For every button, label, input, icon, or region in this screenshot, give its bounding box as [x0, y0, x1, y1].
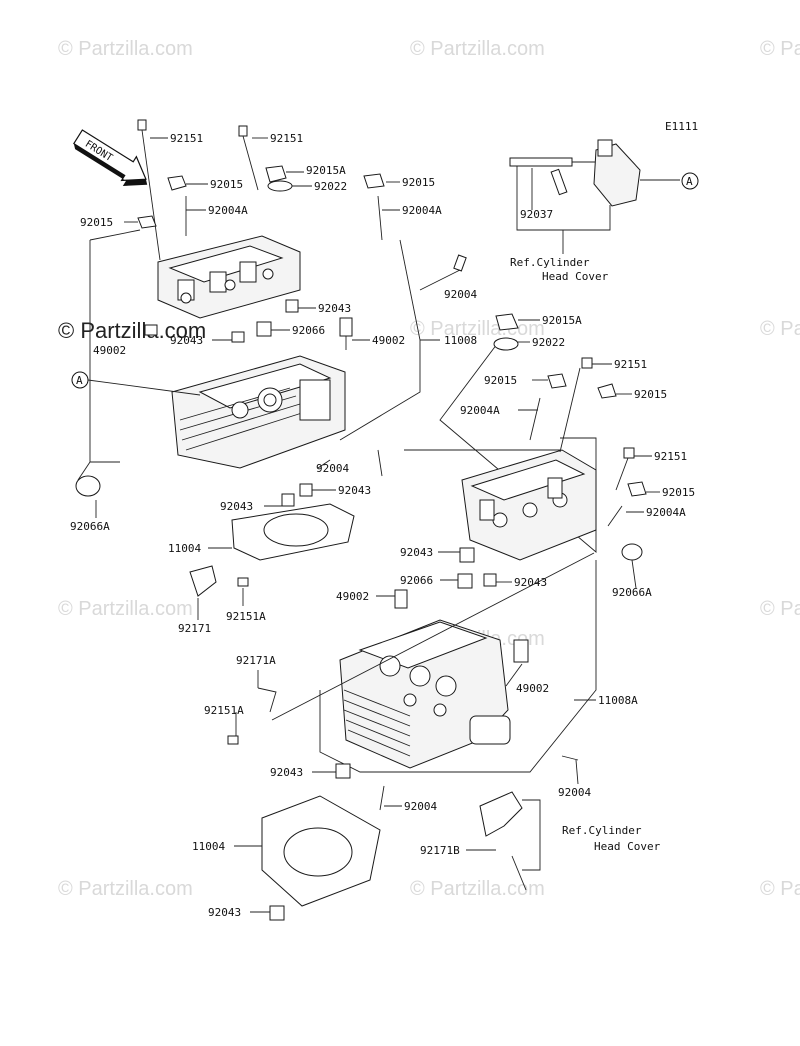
- part-label-92004: 92004: [444, 288, 477, 301]
- front-arrow-icon: FRONT: [73, 129, 148, 186]
- watermark: © Partzilla.com: [410, 878, 545, 900]
- part-label-92066a: 92066A: [70, 520, 110, 533]
- part-labels: 92151 92151 92015 92015A 92022 92015 920…: [70, 132, 695, 919]
- leader-lines: [95, 137, 660, 913]
- part-label-92171b: 92171B: [420, 844, 460, 857]
- ref-note-line2: Head Cover: [594, 840, 661, 853]
- part-label-92043: 92043: [208, 906, 241, 919]
- front-lower-parts: [227, 687, 579, 921]
- rear-cylinder-head: [171, 355, 346, 469]
- bracket-line: [89, 229, 141, 241]
- ref-note-line2: Head Cover: [542, 270, 609, 283]
- watermark: © Partzilla.com: [58, 598, 193, 620]
- front-cylinder-head: [339, 619, 529, 769]
- watermark: © Partzilla.com: [410, 318, 545, 340]
- bracket-line: [77, 461, 91, 481]
- part-label-92043: 92043: [318, 302, 351, 315]
- bracket-line: [399, 239, 421, 341]
- part-label-92004a: 92004A: [646, 506, 686, 519]
- part-label-92043: 92043: [514, 576, 547, 589]
- leader-line: [271, 552, 595, 721]
- part-label-49002: 49002: [372, 334, 405, 347]
- part-label-92004: 92004: [558, 786, 591, 799]
- part-label-49002: 49002: [93, 344, 126, 357]
- part-label-92015a: 92015A: [306, 164, 346, 177]
- part-label-92015a: 92015A: [542, 314, 582, 327]
- part-label-92004: 92004: [404, 800, 437, 813]
- part-label-92015: 92015: [634, 388, 667, 401]
- svg-text:A: A: [76, 374, 83, 387]
- part-label-92022: 92022: [314, 180, 347, 193]
- part-label-92043: 92043: [400, 546, 433, 559]
- rear-head-gasket: [231, 503, 355, 561]
- svg-text:A: A: [686, 175, 693, 188]
- part-label-92004a: 92004A: [460, 404, 500, 417]
- part-label-92015: 92015: [210, 178, 243, 191]
- part-label-92043: 92043: [170, 334, 203, 347]
- part-label-92004: 92004: [316, 462, 349, 475]
- rear-bracket: [189, 565, 249, 597]
- callout-marker-a: A: [71, 371, 201, 396]
- part-label-92066: 92066: [400, 574, 433, 587]
- part-label-92043: 92043: [270, 766, 303, 779]
- rear-rocker-cover: [157, 235, 301, 319]
- part-label-92151: 92151: [170, 132, 203, 145]
- callout-marker-a: A: [681, 172, 699, 190]
- part-label-92151a: 92151A: [226, 610, 266, 623]
- front-fasteners: [394, 313, 647, 609]
- part-label-49002: 49002: [516, 682, 549, 695]
- part-label-92151: 92151: [654, 450, 687, 463]
- watermark: © Partzilla.com: [760, 598, 800, 620]
- rear-fasteners: [75, 119, 467, 507]
- part-label-11008a: 11008A: [598, 694, 638, 707]
- watermark: © Partzilla.com: [58, 38, 193, 60]
- watermark-layer: © Partzilla.com © Partzilla.com © Partzi…: [58, 38, 800, 900]
- bracket-line: [439, 339, 597, 553]
- part-label-92015: 92015: [402, 176, 435, 189]
- part-label-92151: 92151: [270, 132, 303, 145]
- part-label-92043: 92043: [338, 484, 371, 497]
- watermark-dark: © Partzilla.com: [58, 318, 206, 343]
- front-rocker-cover: [461, 449, 597, 561]
- part-label-92015: 92015: [484, 374, 517, 387]
- watermark: © Partzilla.com: [58, 878, 193, 900]
- ref-note-line1: Ref.Cylinder: [562, 824, 642, 837]
- part-label-92015: 92015: [662, 486, 695, 499]
- part-label-11004: 11004: [168, 542, 201, 555]
- watermark: © Partzilla.com: [760, 38, 800, 60]
- part-label-92066a: 92066A: [612, 586, 652, 599]
- part-label-92066: 92066: [292, 324, 325, 337]
- diagram-code: E1111: [665, 120, 698, 133]
- part-label-92037: 92037: [520, 208, 553, 221]
- part-label-92151: 92151: [614, 358, 647, 371]
- part-label-92004a: 92004A: [402, 204, 442, 217]
- part-label-92015: 92015: [80, 216, 113, 229]
- part-label-92022: 92022: [532, 336, 565, 349]
- bracket-line: [319, 560, 597, 773]
- bracket-line: [339, 340, 421, 441]
- watermark: © Partzilla.com: [760, 318, 800, 340]
- watermark: © Partzilla.com: [760, 878, 800, 900]
- part-label-92171: 92171: [178, 622, 211, 635]
- ref-head-cover-assembly: [509, 139, 680, 254]
- part-label-92151a: 92151A: [204, 704, 244, 717]
- part-label-49002: 49002: [336, 590, 369, 603]
- part-label-11008: 11008: [444, 334, 477, 347]
- watermark: © Partzilla.com: [410, 38, 545, 60]
- part-label-92171a: 92171A: [236, 654, 276, 667]
- part-label-92043: 92043: [220, 500, 253, 513]
- part-label-92004a: 92004A: [208, 204, 248, 217]
- part-label-11004: 11004: [192, 840, 225, 853]
- ref-note-line1: Ref.Cylinder: [510, 256, 590, 269]
